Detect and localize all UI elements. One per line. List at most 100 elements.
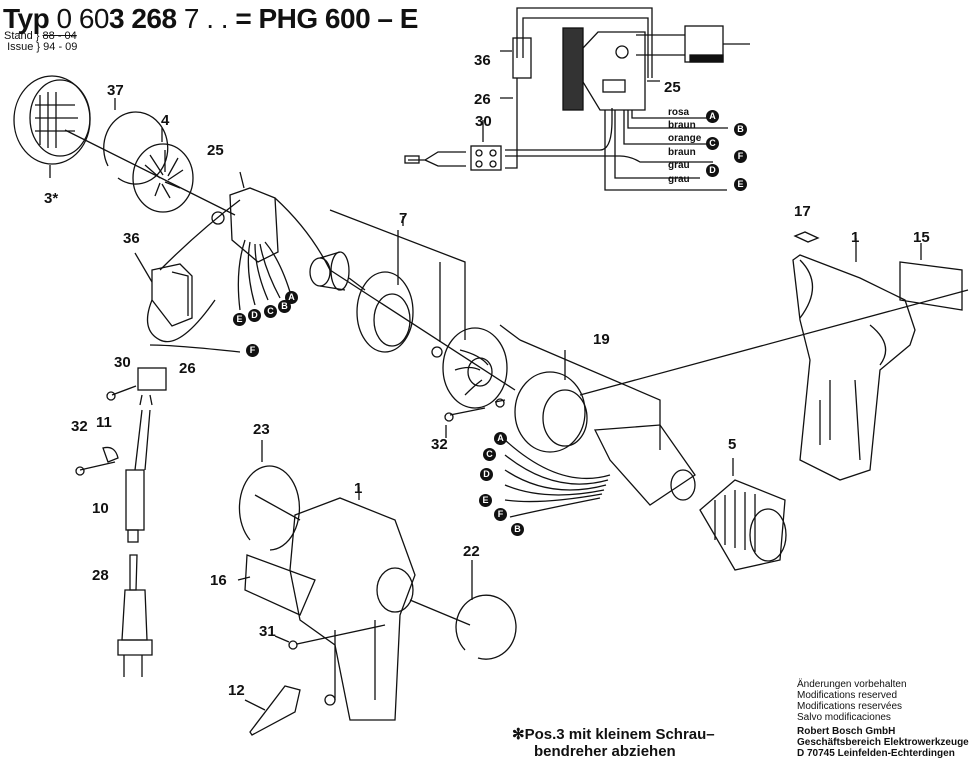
terminal-marker: D [706,164,719,177]
wire-color-label: rosa [668,107,690,118]
wire-color-label: braun [668,147,696,158]
fan-housing [356,271,443,358]
fan-impeller [442,327,508,409]
assembly-line [64,129,236,216]
part-label-36-schematic: 36 [474,52,491,69]
disc-part-4 [132,128,194,213]
nozzle-part-5 [699,458,787,571]
label-part-16 [237,554,316,616]
part-number-suffix: 7 . . [183,3,229,34]
switch-part-36 [134,252,216,343]
terminal-marker: C [264,305,277,318]
part-label-1-upper: 1 [851,229,860,246]
part-label-32-right: 32 [431,436,448,453]
document-title: Typ 0 603 268 7 . . = PHG 600 – E [3,3,418,35]
footer-line: Modifications reservées [797,701,903,712]
issue-label: Issue [7,41,34,53]
part-number-bold: 3 268 [108,3,177,34]
part-label-25-main: 25 [207,142,224,159]
model-name: PHG 600 – E [258,3,418,34]
terminal-marker: E [479,494,492,507]
removal-note: ✻Pos.3 mit kleinem Schrau– bendreher abz… [512,726,715,760]
part-label-37: 37 [107,82,124,99]
part-label-25-schematic: 25 [664,79,681,96]
note-line-1: ✻Pos.3 mit kleinem Schrau– [512,726,715,743]
plug-28 [121,589,148,641]
spring-part-12 [244,685,301,736]
label-part-17 [793,231,820,243]
part-label-4: 4 [161,112,170,129]
terminal-marker: B [278,300,291,313]
part-label-5: 5 [728,436,737,453]
part-label-19: 19 [593,331,610,348]
ring-part-37 [103,98,169,185]
part-label-10: 10 [92,500,109,517]
ring-part-22 [409,560,517,660]
terminal-block-30 [137,367,167,391]
part-label-26-main: 26 [179,360,196,377]
terminal-marker: C [483,448,496,461]
terminal-marker: B [511,523,524,536]
cap-part-3 [13,75,91,178]
clamp-part-11 [102,446,119,463]
stand-label: Stand [4,30,33,42]
part-label-30-main: 30 [114,354,131,371]
part-label-30-schematic: 30 [475,113,492,130]
issue-value: 94 - 09 [43,41,78,53]
board-part-25 [159,171,331,311]
cord-assembly [75,344,241,677]
terminal-marker: E [734,178,747,191]
wire-color-label: grau [668,160,690,171]
terminal-marker: E [233,313,246,326]
housing-half-lower-1 [289,487,416,721]
assembly-line [329,269,516,391]
footer-line: Salvo modificaciones [797,712,891,723]
part-label-3: 3* [44,190,59,207]
part-label-7: 7 [399,210,408,227]
wire-color-label: orange [668,133,702,144]
label-part-15 [899,261,963,311]
part-label-15: 15 [913,229,930,246]
part-label-17: 17 [794,203,811,220]
part-label-28: 28 [92,567,109,584]
footer-block: Änderungen vorbehalten Modifications res… [797,679,969,759]
part-label-11: 11 [96,414,112,431]
revision-block: Stand } 88 - 04 Issue } 94 - 09 [4,30,78,53]
part-label-1-lower: 1 [354,480,363,497]
terminal-marker: F [246,344,259,357]
terminal-marker: A [494,432,507,445]
part-label-26-schematic: 26 [474,91,491,108]
terminal-marker: D [248,309,261,322]
stand-value: 88 - 04 [42,30,77,42]
company-division: Geschäftsbereich Elektrowerkzeuge [797,737,969,748]
company-name: Robert Bosch GmbH [797,726,896,737]
wiring-schematic [404,7,750,191]
terminal-marker: F [494,508,507,521]
part-label-22: 22 [463,543,480,560]
schematic-circuit-board [582,31,646,111]
equals-sign: = [235,3,252,34]
footer-line: Änderungen vorbehalten [797,679,907,690]
company-address: D 70745 Leinfelden-Echterdingen [797,748,955,759]
note-line-2: bendreher abziehen [534,743,676,760]
terminal-marker: D [480,468,493,481]
part-label-36-main: 36 [123,230,140,247]
schematic-heater-plate [562,27,584,111]
wire-color-label: grau [668,174,690,185]
terminal-marker: C [706,137,719,150]
part-label-12: 12 [228,682,245,699]
footer-line: Modifications reserved [797,690,898,701]
ring-part-23 [238,440,301,551]
terminal-marker: A [706,110,719,123]
typ-label: Typ [3,3,50,34]
housing-half-upper-1 [792,231,963,481]
screw-part-31 [274,624,386,650]
motor-part [309,251,366,291]
schematic-switch [512,37,532,79]
part-number-prefix: 0 60 [56,3,109,34]
part-label-32-left: 32 [71,418,88,435]
cord-sleeve-10 [125,469,145,531]
heater-part-19 [444,289,969,518]
part-label-31: 31 [259,623,276,640]
